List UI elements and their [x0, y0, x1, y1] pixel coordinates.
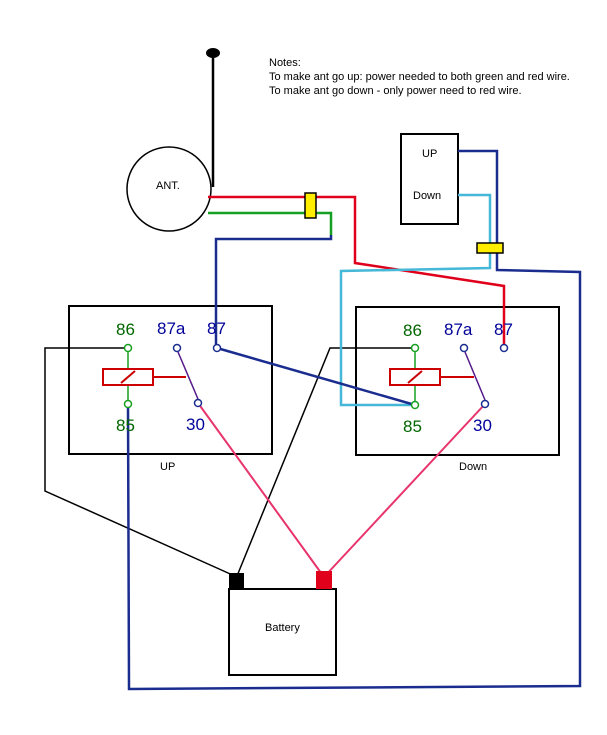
notes-heading: Notes:: [269, 57, 301, 69]
relay-down-label-85: 85: [403, 417, 422, 436]
switch-down-label: Down: [413, 190, 442, 202]
relay-up-switch-arm: [177, 351, 199, 400]
relay-up-label-87: 87: [207, 319, 226, 338]
relay-down-label-30: 30: [473, 416, 492, 435]
relay-up-pin-85: [123, 399, 133, 409]
relay-up-label-86: 86: [116, 320, 135, 339]
relay-down-coil-slash: [407, 370, 423, 384]
relay-down-pin-87: [499, 343, 509, 353]
relay-up-pin-87: [212, 343, 222, 353]
blue-wire-switch: [126, 149, 582, 691]
relay-up-pin-30: [193, 398, 203, 408]
switch-box: [400, 133, 459, 225]
cyan-wire: [339, 193, 492, 407]
antenna-label: ANT.: [156, 180, 180, 192]
relay-up-coil-slash: [120, 370, 136, 384]
relay-up-label-30: 30: [186, 415, 205, 434]
relay-down-label-87a: 87a: [444, 320, 473, 339]
relay-down-pin-86: [410, 343, 420, 353]
blue-wire-87-to-85: [216, 346, 416, 407]
relay-down-box: [355, 306, 560, 456]
relay-down-pin-30: [480, 399, 490, 409]
relay-up-box: [68, 305, 273, 455]
notes-line-down: To make ant go down - only power need to…: [269, 85, 522, 97]
switch-connector: [476, 242, 504, 254]
antenna-motor: [126, 146, 212, 232]
relay-down-label-87: 87: [494, 320, 513, 339]
power-wire-up: [197, 402, 325, 578]
switch-up-label: UP: [422, 148, 438, 160]
green-wire: [208, 211, 333, 235]
relay-down-label-86: 86: [403, 321, 422, 340]
relay-up-pin-87a: [172, 343, 182, 353]
relay-down-switch-arm: [464, 351, 486, 401]
battery-positive-terminal: [316, 571, 332, 589]
power-wire-down: [323, 403, 486, 578]
antenna-tip: [206, 48, 220, 58]
relay-up-caption: UP: [160, 461, 176, 473]
ground-wire-down: [236, 347, 415, 577]
battery-label: Battery: [265, 622, 300, 634]
relay-down-pin-85: [410, 400, 420, 410]
relay-down-caption: Down: [459, 461, 488, 473]
battery-negative-terminal: [229, 573, 244, 589]
relay-up-pin-86: [123, 343, 133, 353]
blue-wire-antenna: [214, 235, 333, 346]
relay-up-label-85: 85: [116, 416, 135, 435]
notes-line-up: To make ant go up: power needed to both …: [269, 71, 570, 83]
battery-box: [228, 588, 337, 676]
ground-wire-up: [44, 347, 238, 578]
notes: Notes: To make ant go up: power needed t…: [269, 56, 570, 98]
relay-up-label-87a: 87a: [157, 319, 186, 338]
relay-down-pin-87a: [459, 343, 469, 353]
antenna-connector: [304, 192, 317, 219]
